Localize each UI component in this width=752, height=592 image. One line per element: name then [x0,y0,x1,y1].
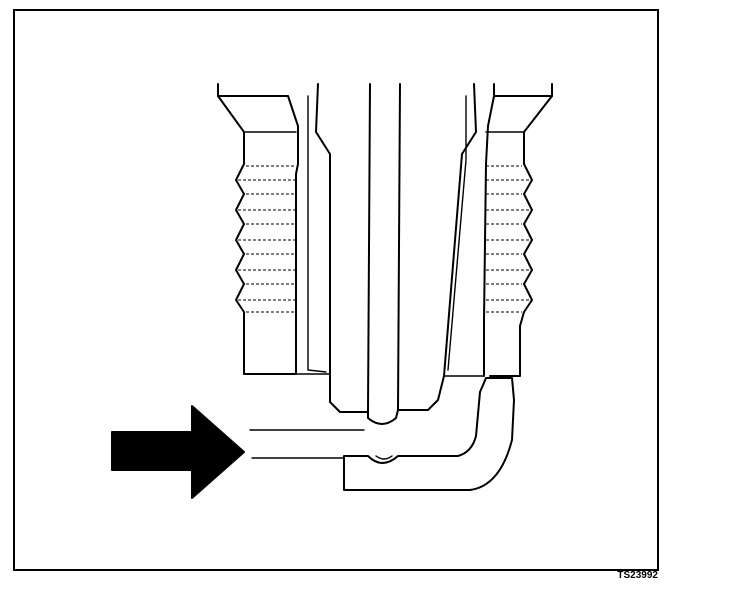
figure-code: TS23992 [617,570,658,581]
insulator [295,83,485,413]
left-shell-threads [217,83,299,375]
gap-indicator-lines [249,429,365,459]
arrow-right-icon [111,405,245,499]
figure-frame [13,9,659,571]
ground-electrode [343,377,515,491]
center-electrode [367,83,401,425]
right-shell-threads [483,83,553,377]
pointing-arrow [111,405,245,499]
